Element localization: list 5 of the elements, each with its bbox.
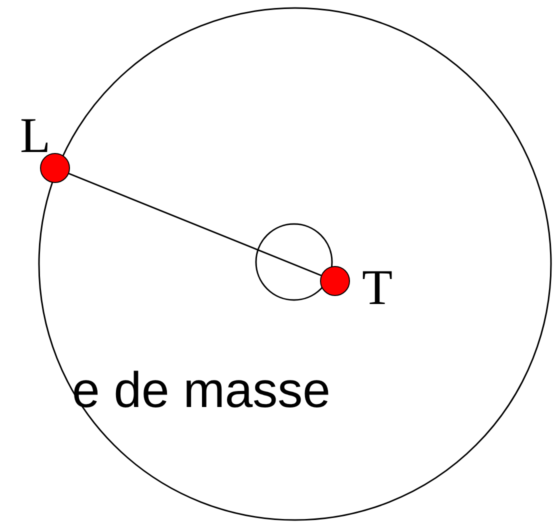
point-label: L (20, 110, 51, 160)
connecting-line (68, 172, 322, 276)
point-label: T (362, 262, 393, 312)
point-marker (40, 153, 70, 183)
point-marker (320, 266, 350, 296)
